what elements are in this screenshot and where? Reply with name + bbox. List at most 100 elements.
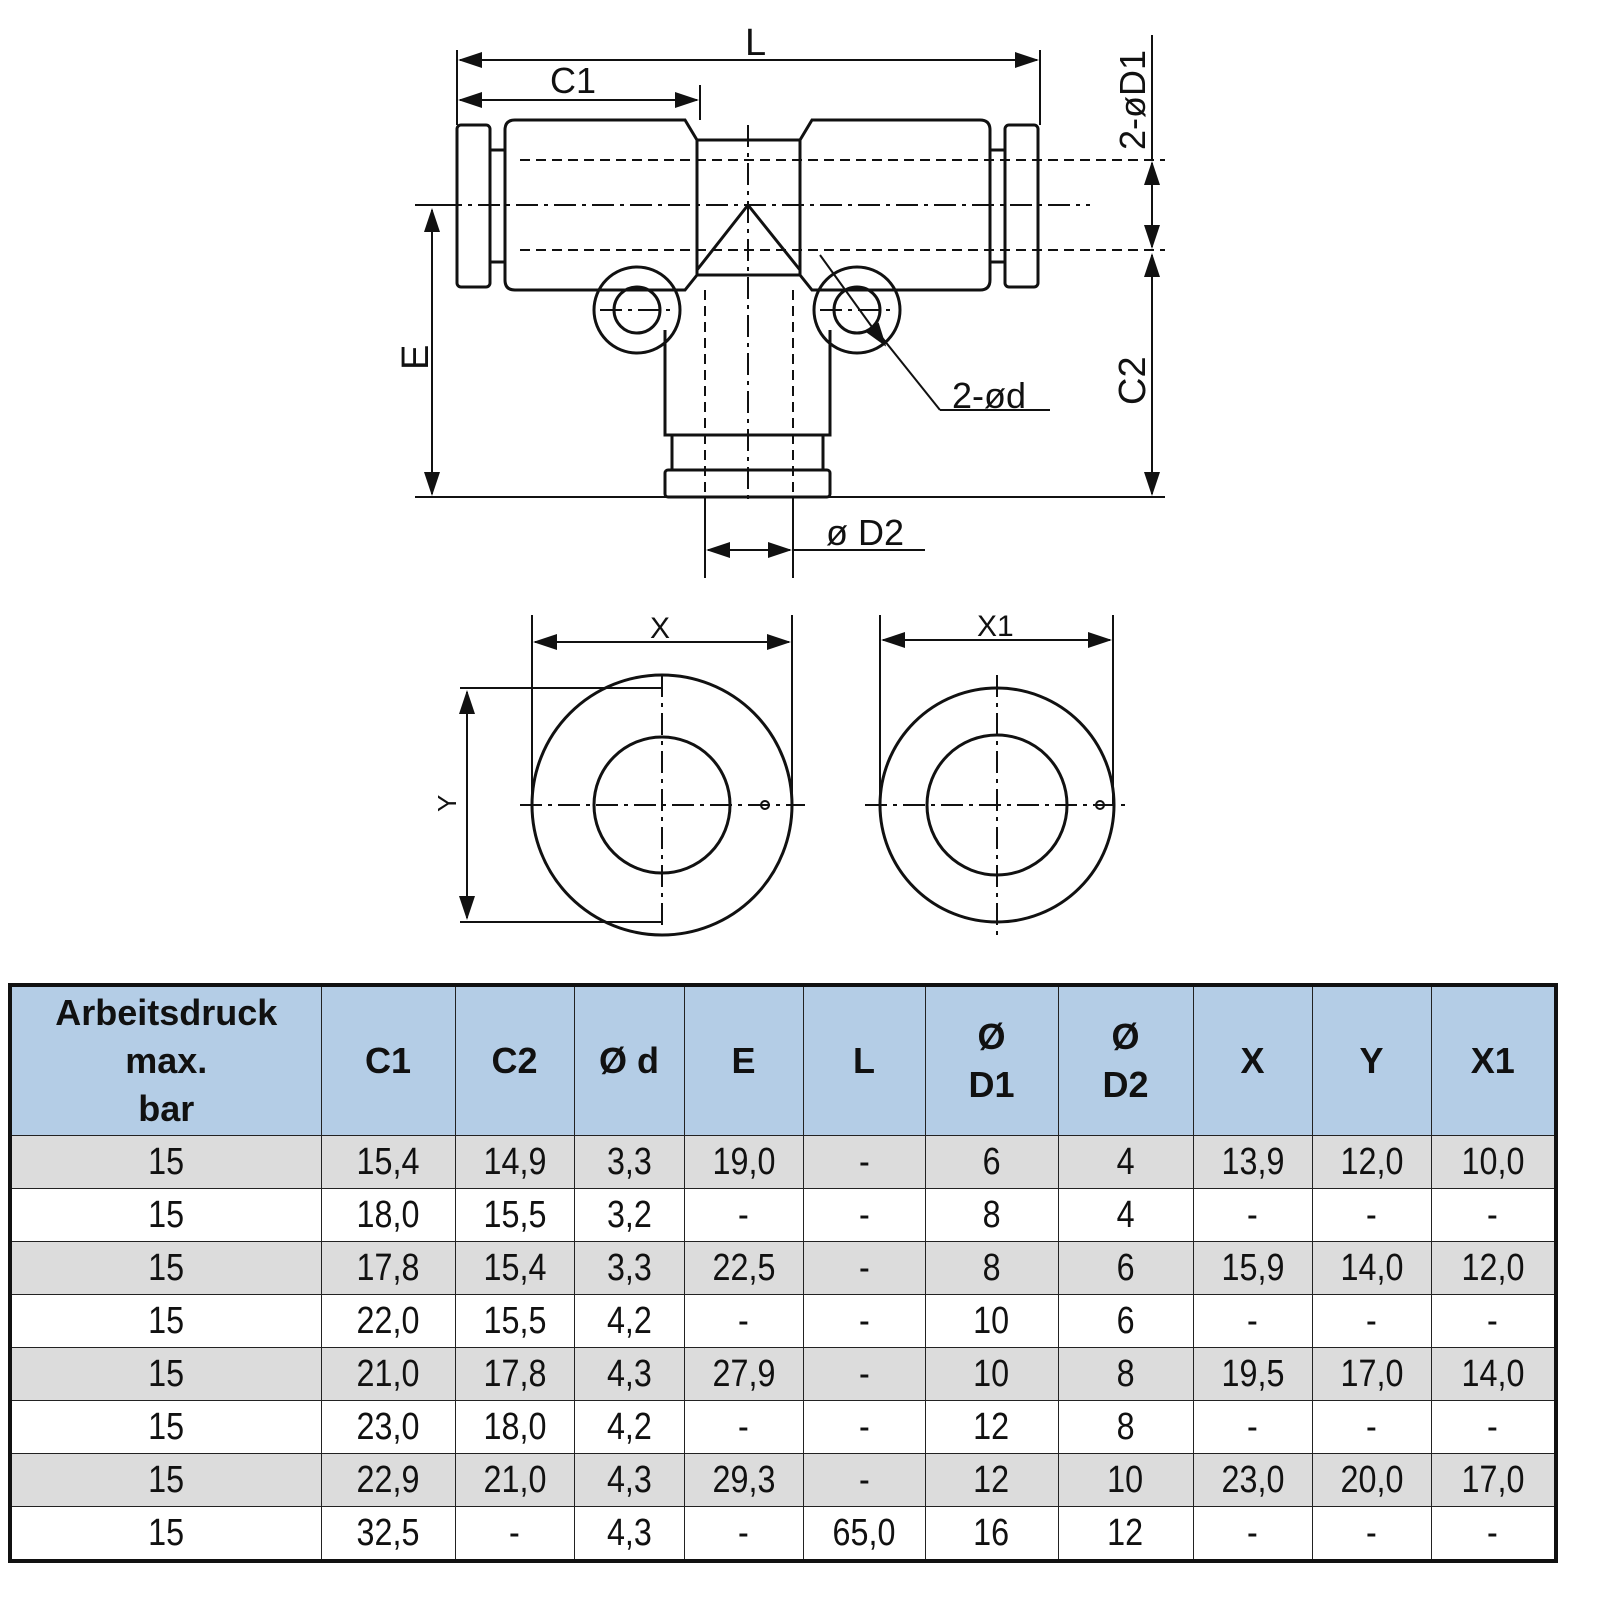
- table-cell: -: [1311, 1294, 1432, 1348]
- table-cell: 4,2: [573, 1400, 685, 1454]
- table-cell: 10: [1057, 1453, 1194, 1507]
- cell-value: 22,9: [356, 1458, 420, 1501]
- cell-value: 12: [973, 1405, 1010, 1448]
- cell-value: 15,4: [483, 1246, 546, 1289]
- table-cell: 15: [9, 1400, 322, 1454]
- table-cell: -: [802, 1400, 926, 1454]
- cell-value: 15: [148, 1246, 185, 1289]
- table-cell: 21,0: [320, 1347, 456, 1401]
- table-cell: 22,0: [320, 1294, 456, 1348]
- cell-value: 4,2: [606, 1299, 652, 1342]
- cell-value: -: [738, 1405, 749, 1448]
- table-cell: 32,5: [320, 1506, 456, 1562]
- cell-value: -: [1366, 1299, 1377, 1342]
- table-cell: -: [683, 1188, 804, 1242]
- cell-value: 10: [973, 1299, 1010, 1342]
- cell-value: -: [1247, 1511, 1258, 1554]
- table-cell: -: [802, 1347, 926, 1401]
- dim-label-D2: ø D2: [826, 512, 904, 553]
- cell-value: 15: [148, 1299, 185, 1342]
- table-cell: 27,9: [683, 1347, 804, 1401]
- cell-value: 14,0: [1461, 1352, 1525, 1395]
- cell-value: -: [858, 1299, 870, 1342]
- table-cell: 12,0: [1430, 1241, 1557, 1295]
- dim-label-Y: Y: [432, 795, 462, 812]
- table-cell: -: [802, 1188, 926, 1242]
- header-e: E: [683, 984, 804, 1136]
- cell-value: -: [1366, 1405, 1377, 1448]
- table-cell: 16: [924, 1506, 1059, 1562]
- table-cell: 12: [924, 1453, 1059, 1507]
- cell-value: 17,0: [1461, 1458, 1525, 1501]
- table-cell: -: [1430, 1506, 1557, 1562]
- table-cell: 15: [9, 1135, 322, 1189]
- header-x: X: [1192, 984, 1313, 1136]
- cell-value: 4,3: [606, 1352, 652, 1395]
- cell-value: -: [1487, 1405, 1499, 1448]
- table-cell: 8: [924, 1188, 1059, 1242]
- cell-value: 23,0: [356, 1405, 420, 1448]
- table-cell: 23,0: [1192, 1453, 1313, 1507]
- table-cell: -: [1430, 1400, 1557, 1454]
- cell-value: 4: [1116, 1140, 1135, 1183]
- cell-value: -: [1487, 1511, 1499, 1554]
- cell-value: 15: [148, 1405, 185, 1448]
- cell-value: 6: [1116, 1299, 1135, 1342]
- cell-value: 22,0: [356, 1299, 420, 1342]
- header-d: Ø d: [573, 984, 685, 1136]
- table-cell: 12: [1057, 1506, 1194, 1562]
- table-cell: 65,0: [802, 1506, 926, 1562]
- table-cell: 15,5: [454, 1188, 575, 1242]
- cell-value: 8: [982, 1193, 1001, 1236]
- table-cell: -: [1430, 1188, 1557, 1242]
- cell-value: 12,0: [1461, 1246, 1525, 1289]
- table-cell: 15: [9, 1453, 322, 1507]
- technical-drawing: L C1 2-øD1 E 2-ød C2 ø D2 X X1 Y: [395, 22, 1165, 937]
- cell-value: -: [738, 1193, 749, 1236]
- cell-value: 4,3: [606, 1458, 652, 1501]
- dim-label-C2: C2: [1112, 356, 1154, 405]
- table-cell: -: [802, 1241, 926, 1295]
- cell-value: 15,4: [356, 1140, 420, 1183]
- table-cell: -: [1311, 1400, 1432, 1454]
- cell-value: 13,9: [1221, 1140, 1284, 1183]
- table-cell: 8: [924, 1241, 1059, 1295]
- cell-value: -: [1247, 1299, 1258, 1342]
- table-cell: 20,0: [1311, 1453, 1432, 1507]
- table-cell: 15,9: [1192, 1241, 1313, 1295]
- table-cell: 22,5: [683, 1241, 804, 1295]
- cell-value: 6: [1116, 1246, 1135, 1289]
- cell-value: 15,5: [483, 1299, 546, 1342]
- cell-value: 17,0: [1340, 1352, 1403, 1395]
- cell-value: 10,0: [1461, 1140, 1525, 1183]
- cell-value: 10: [1107, 1458, 1144, 1501]
- table-cell: -: [683, 1506, 804, 1562]
- table-cell: 18,0: [454, 1400, 575, 1454]
- cell-value: 4,3: [606, 1511, 652, 1554]
- cell-value: 15: [148, 1458, 185, 1501]
- table-cell: 15: [9, 1241, 322, 1295]
- table-cell: -: [1192, 1294, 1313, 1348]
- table-cell: -: [802, 1135, 926, 1189]
- cell-value: 15,9: [1221, 1246, 1284, 1289]
- table-cell: 3,2: [573, 1188, 685, 1242]
- cell-value: 4,2: [606, 1405, 652, 1448]
- table-cell: 14,0: [1311, 1241, 1432, 1295]
- table-cell: 3,3: [573, 1241, 685, 1295]
- cell-value: 15: [148, 1511, 185, 1554]
- table-cell: 14,9: [454, 1135, 575, 1189]
- cell-value: 17,8: [356, 1246, 420, 1289]
- table-cell: -: [683, 1400, 804, 1454]
- table-cell: 15,5: [454, 1294, 575, 1348]
- table-cell: -: [1192, 1188, 1313, 1242]
- table-cell: 10,0: [1430, 1135, 1557, 1189]
- cell-value: 3,3: [606, 1140, 652, 1183]
- table-cell: 19,0: [683, 1135, 804, 1189]
